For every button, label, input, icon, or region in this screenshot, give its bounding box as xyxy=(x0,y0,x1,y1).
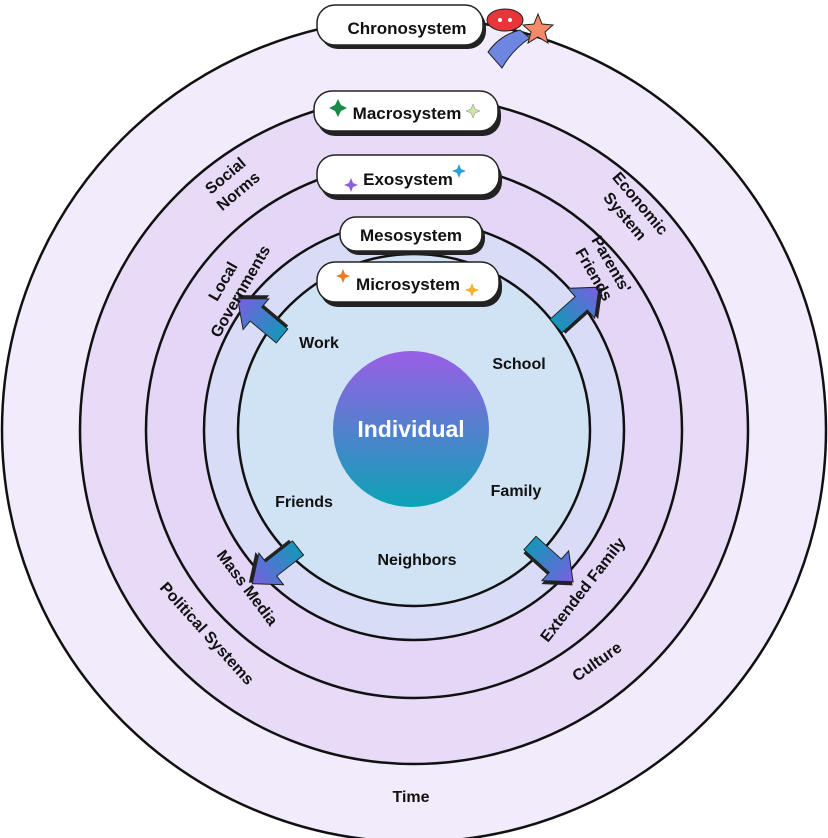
svg-text:Microsystem: Microsystem xyxy=(356,275,460,294)
exosystem-badge: Exosystem xyxy=(316,154,502,200)
sparkle-icon xyxy=(465,283,479,297)
chronosystem-badge: Chronosystem xyxy=(316,4,486,49)
svg-text:Macrosystem: Macrosystem xyxy=(353,104,462,123)
svg-text:Mesosystem: Mesosystem xyxy=(360,226,462,245)
mascot-shooting-star-icon xyxy=(486,8,555,69)
macrosystem-badge: Macrosystem xyxy=(313,90,501,136)
micro-item-friends: Friends xyxy=(275,494,333,511)
mesosystem-badge: Mesosystem xyxy=(339,216,485,255)
sparkle-icon xyxy=(336,269,350,283)
sparkle-icon xyxy=(452,164,466,178)
micro-item-work: Work xyxy=(299,335,339,352)
microsystem-badge: Microsystem xyxy=(316,261,502,307)
micro-item-neighbors: Neighbors xyxy=(377,552,456,569)
individual-circle xyxy=(333,351,489,507)
micro-item-family: Family xyxy=(491,483,542,500)
svg-text:Exosystem: Exosystem xyxy=(363,170,453,189)
label-time: Time xyxy=(392,789,429,806)
svg-text:Chronosystem: Chronosystem xyxy=(347,19,466,38)
sparkle-icon xyxy=(344,178,358,192)
individual-label: Individual xyxy=(357,416,464,442)
micro-item-school: School xyxy=(492,356,545,373)
sparkle-icon xyxy=(465,103,481,119)
sparkle-icon xyxy=(329,99,347,117)
